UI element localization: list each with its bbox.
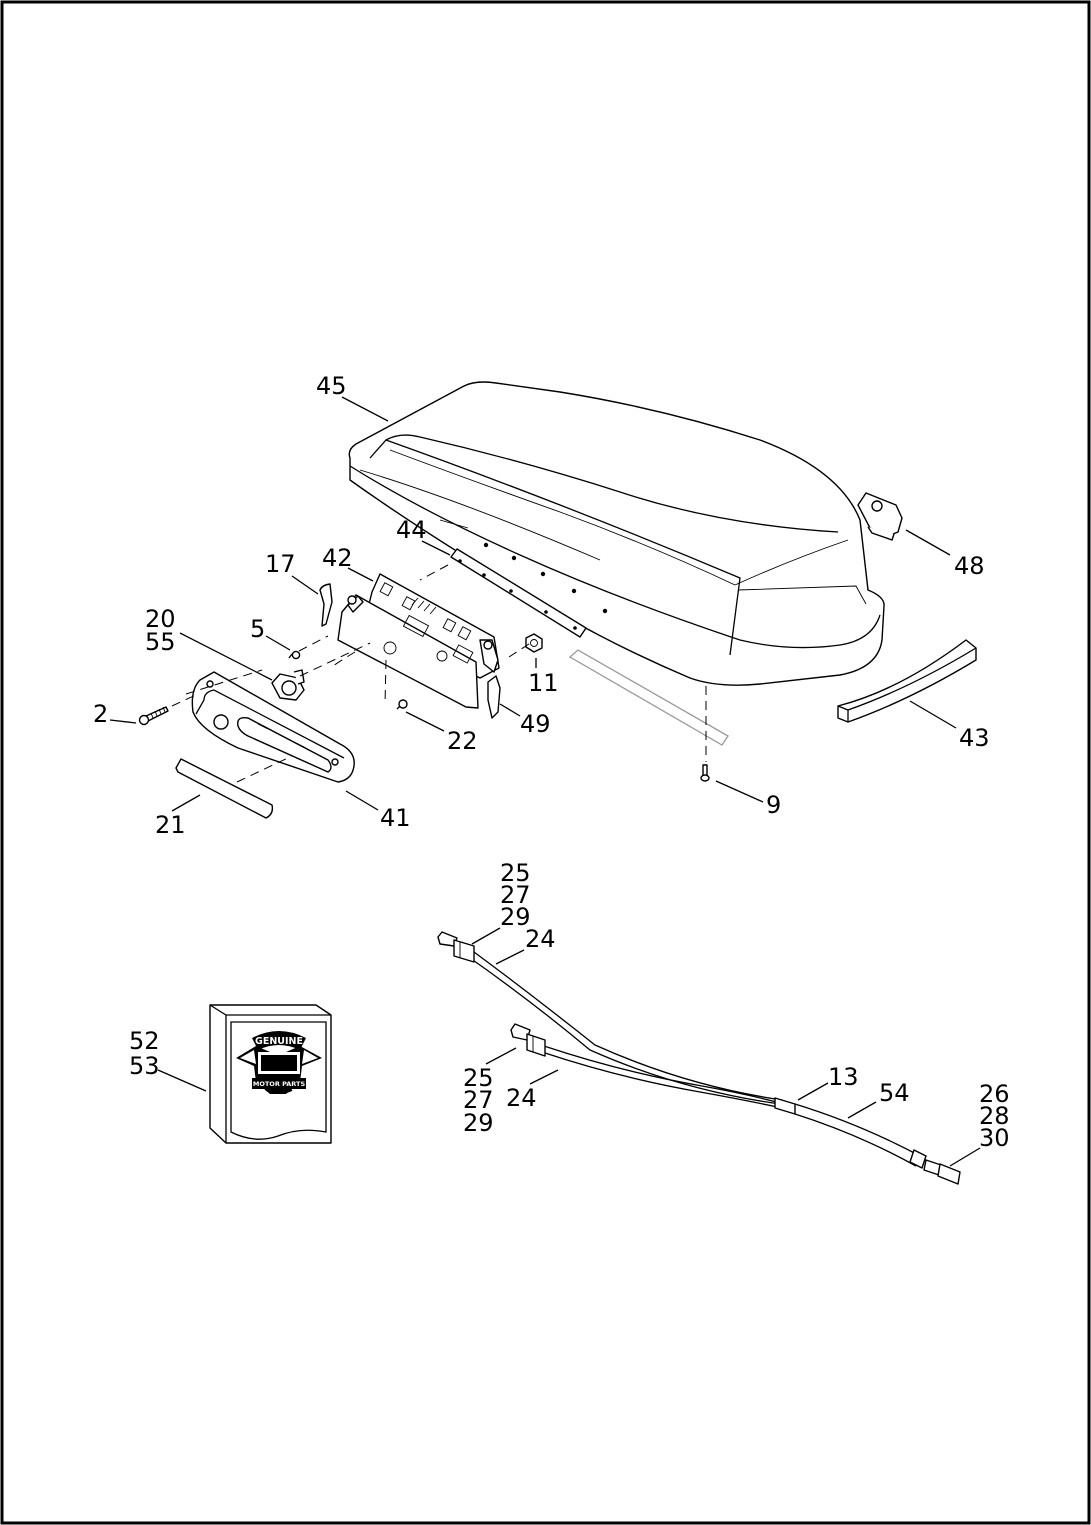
- small-screw: [288, 650, 301, 660]
- trim-strip: [837, 639, 977, 723]
- callout-9: 9: [766, 791, 781, 819]
- callout-52: 52: [129, 1027, 160, 1055]
- callout-41: 41: [380, 804, 411, 832]
- callout-2: 2: [93, 700, 108, 728]
- callout-5: 5: [250, 615, 265, 643]
- callout-22: 22: [447, 727, 478, 755]
- gasket: [568, 649, 729, 746]
- assembly-lines: [171, 564, 707, 783]
- callout-25-upper: 25: [500, 859, 531, 887]
- wiring-harness: [469, 951, 961, 1185]
- callout-24-upper: 24: [525, 925, 556, 953]
- callout-44: 44: [396, 516, 427, 544]
- connector-upper: [437, 931, 475, 963]
- callout-13: 13: [828, 1063, 859, 1091]
- callout-27-lower: 27: [463, 1086, 494, 1114]
- callout-43: 43: [959, 724, 990, 752]
- callout-53: 53: [129, 1052, 160, 1080]
- logo-motor-parts-text: MOTOR PARTS: [253, 1080, 306, 1088]
- parts-kit-box: GENUINE MOTOR PARTS: [209, 1004, 332, 1144]
- logo-genuine-text: GENUINE: [255, 1036, 303, 1047]
- connector-lower: [510, 1023, 546, 1057]
- callout-26: 26: [979, 1080, 1010, 1108]
- callout-54: 54: [879, 1079, 910, 1107]
- hinge-bracket: [857, 492, 903, 541]
- callout-25-lower: 25: [463, 1064, 494, 1092]
- latch-assembly: [337, 573, 500, 709]
- callout-17: 17: [265, 550, 296, 578]
- reflector-strip: [175, 758, 274, 819]
- callout-20: 20: [145, 605, 176, 633]
- screw-bottom: [700, 764, 710, 782]
- callout-21: 21: [155, 811, 186, 839]
- callout-42: 42: [322, 544, 353, 572]
- callout-30: 30: [979, 1124, 1010, 1152]
- latch-lever: [319, 583, 333, 627]
- lock-cylinder: [271, 669, 305, 701]
- callout-48: 48: [954, 552, 985, 580]
- hex-nut: [525, 633, 543, 653]
- latch-clip: [487, 675, 501, 719]
- screw: [396, 699, 408, 710]
- leader-lines: [109, 396, 981, 1167]
- callout-labels: 45 44 42 17 48 20 55 5 11 2 49 22 43 9 4…: [93, 372, 1010, 1152]
- callout-29-upper: 29: [500, 903, 531, 931]
- genuine-motor-parts-logo: GENUINE MOTOR PARTS: [236, 1031, 322, 1094]
- callout-11: 11: [528, 669, 559, 697]
- hinge-strip: [450, 542, 608, 638]
- callout-27-upper: 27: [500, 881, 531, 909]
- long-screw: [138, 706, 169, 726]
- callout-28: 28: [979, 1102, 1010, 1130]
- callout-45: 45: [316, 372, 347, 400]
- callout-49: 49: [520, 710, 551, 738]
- callout-55: 55: [145, 628, 176, 656]
- callout-24-lower: 24: [506, 1084, 537, 1112]
- latch-cover: [191, 671, 355, 783]
- callout-29-lower: 29: [463, 1109, 494, 1137]
